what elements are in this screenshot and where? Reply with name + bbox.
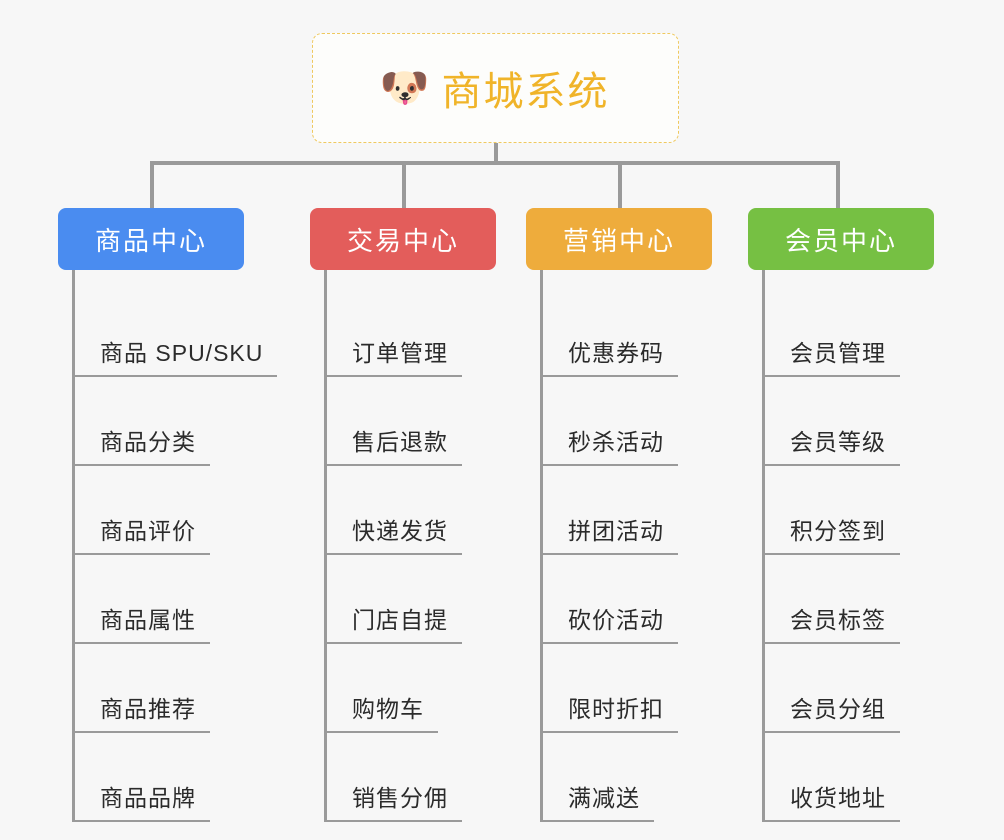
root-title: 商城系统 [441,70,610,114]
leaf-spine-3 [762,270,765,822]
leaf-item[interactable]: 限时折扣 [526,644,712,733]
trunk-drop-connector-2 [618,161,622,208]
leaf-label: 会员标签 [790,607,886,633]
leaf-label: 拼团活动 [568,518,664,544]
leaf-label: 会员等级 [790,429,886,455]
leaf-item[interactable]: 购物车 [310,644,496,733]
leaf-item[interactable]: 商品品牌 [58,733,277,822]
leaf-label: 积分签到 [790,518,886,544]
leaf-item[interactable]: 积分签到 [748,466,934,555]
shiba-dog-face-icon: 🐶 [379,66,430,110]
leaf-label: 满减送 [568,785,640,811]
leaf-label: 商品品牌 [100,785,196,811]
category-header-0[interactable]: 商品中心 [58,208,244,270]
leaf-label: 门店自提 [352,607,448,633]
leaf-label: 砍价活动 [568,607,664,633]
leaf-label: 限时折扣 [568,696,664,722]
root-node[interactable]: 🐶 商城系统 [312,33,679,143]
trunk-drop-connector-3 [836,161,840,208]
leaf-label: 购物车 [352,696,424,722]
leaf-item[interactable]: 优惠券码 [526,288,712,377]
leaf-item[interactable]: 商品推荐 [58,644,277,733]
category-label-3: 会员中心 [784,225,897,256]
leaf-item[interactable]: 秒杀活动 [526,377,712,466]
leaf-label: 快递发货 [352,518,448,544]
leaf-item[interactable]: 收货地址 [748,733,934,822]
leaf-item[interactable]: 销售分佣 [310,733,496,822]
leaf-item[interactable]: 快递发货 [310,466,496,555]
leaf-label: 销售分佣 [352,785,448,811]
leaf-spine-1 [324,270,327,822]
leaf-label: 商品推荐 [100,696,196,722]
trunk-drop-connector-1 [402,161,406,208]
leaf-label: 秒杀活动 [568,429,664,455]
category-column-3: 会员中心 会员管理 会员等级 积分签到 会员标签 会员分组 收货地址 [748,208,934,822]
leaf-item[interactable]: 满减送 [526,733,712,822]
leaf-label: 订单管理 [352,340,448,366]
category-header-2[interactable]: 营销中心 [526,208,712,270]
category-column-2: 营销中心 优惠券码 秒杀活动 拼团活动 砍价活动 限时折扣 满减送 [526,208,712,822]
category-label-1: 交易中心 [346,225,459,256]
leaf-item[interactable]: 售后退款 [310,377,496,466]
category-header-1[interactable]: 交易中心 [310,208,496,270]
leaf-list-3: 会员管理 会员等级 积分签到 会员标签 会员分组 收货地址 [748,270,934,822]
leaf-list-0: 商品 SPU/SKU 商品分类 商品评价 商品属性 商品推荐 商品品牌 [58,270,278,822]
trunk-drop-connector-0 [150,161,154,208]
leaf-label: 会员分组 [790,696,886,722]
category-column-0: 商品中心 商品 SPU/SKU 商品分类 商品评价 商品属性 商品推荐 商品品牌 [58,208,278,822]
leaf-item[interactable]: 会员标签 [748,555,934,644]
category-column-1: 交易中心 订单管理 售后退款 快递发货 门店自提 购物车 销售分佣 [310,208,496,822]
trunk-stem-connector [494,143,498,165]
leaf-item[interactable]: 会员管理 [748,288,934,377]
leaf-list-2: 优惠券码 秒杀活动 拼团活动 砍价活动 限时折扣 满减送 [526,270,712,822]
leaf-item[interactable]: 会员分组 [748,644,934,733]
trunk-horizontal-connector [150,161,840,165]
leaf-item[interactable]: 门店自提 [310,555,496,644]
leaf-spine-2 [540,270,543,822]
category-label-0: 商品中心 [94,225,207,256]
leaf-item[interactable]: 商品属性 [58,555,277,644]
leaf-label: 商品分类 [100,429,196,455]
leaf-label: 商品 SPU/SKU [100,340,264,366]
leaf-label: 商品属性 [100,607,196,633]
leaf-list-1: 订单管理 售后退款 快递发货 门店自提 购物车 销售分佣 [310,270,496,822]
leaf-item[interactable]: 会员等级 [748,377,934,466]
category-label-2: 营销中心 [562,225,675,256]
leaf-item[interactable]: 订单管理 [310,288,496,377]
leaf-label: 优惠券码 [568,340,664,366]
leaf-label: 收货地址 [790,785,886,811]
leaf-label: 商品评价 [100,518,196,544]
leaf-item[interactable]: 拼团活动 [526,466,712,555]
category-header-3[interactable]: 会员中心 [748,208,934,270]
leaf-label: 售后退款 [352,429,448,455]
leaf-spine-0 [72,270,75,822]
leaf-item[interactable]: 商品分类 [58,377,277,466]
leaf-item[interactable]: 商品 SPU/SKU [58,288,278,377]
leaf-item[interactable]: 砍价活动 [526,555,712,644]
leaf-label: 会员管理 [790,340,886,366]
leaf-item[interactable]: 商品评价 [58,466,277,555]
